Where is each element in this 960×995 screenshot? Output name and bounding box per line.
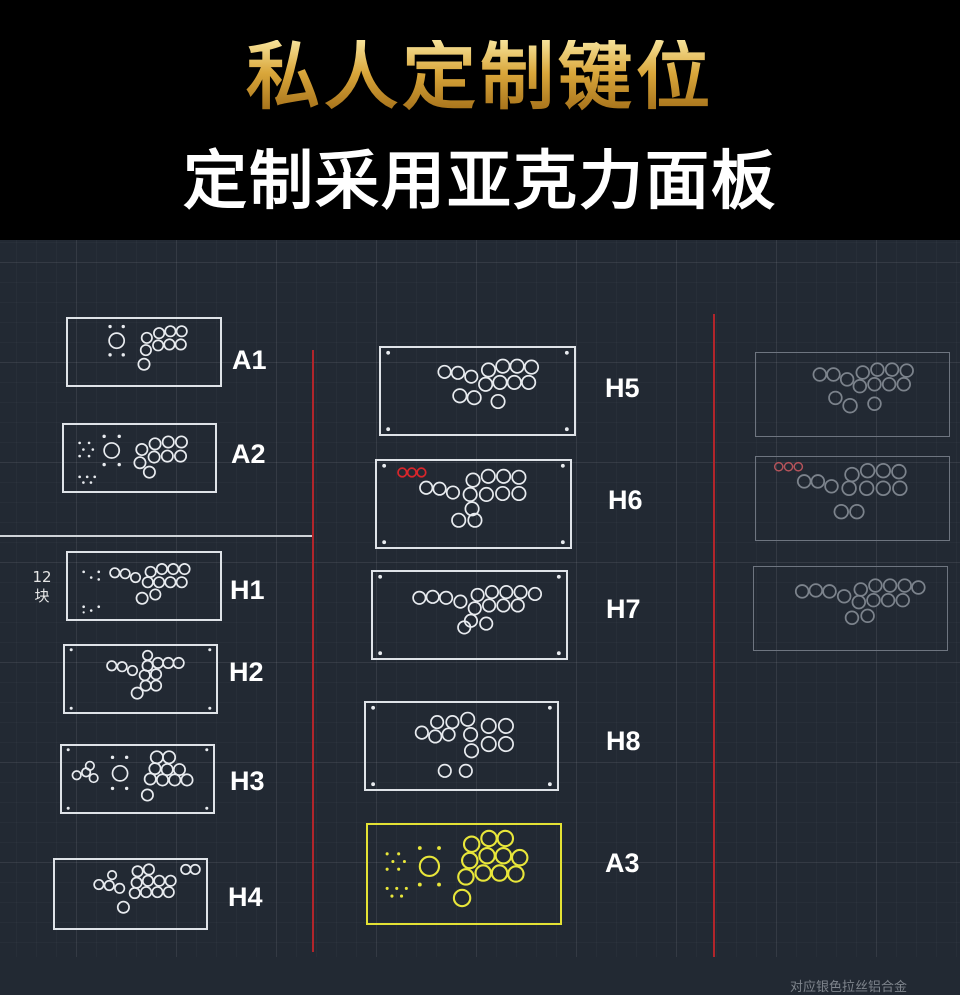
panel-h4[interactable]: [53, 858, 208, 930]
label-h4: H4: [228, 882, 263, 912]
red-divider-right: [713, 314, 715, 957]
label-h8: H8: [606, 726, 641, 756]
panel-h2[interactable]: [63, 644, 218, 714]
panel-h1[interactable]: [66, 551, 222, 621]
panel-alloy-1-holes: [812, 362, 914, 414]
page-subtitle: 定制采用亚克力面板: [183, 145, 777, 219]
label-h1: H1: [230, 575, 265, 605]
panel-count-number: 12: [32, 568, 52, 586]
red-divider-left: [312, 350, 314, 952]
panel-alloy-2-holes: [773, 461, 908, 520]
label-a1: A1: [232, 345, 267, 375]
label-h6: H6: [608, 485, 643, 515]
panel-a3-holes: [385, 829, 529, 908]
panel-alloy-1[interactable]: [755, 352, 950, 437]
cad-drawing-canvas: A1 A2 12 块: [0, 240, 960, 995]
panel-a2-holes: [78, 434, 188, 484]
panel-a3[interactable]: [366, 823, 562, 925]
panel-h8-holes: [371, 705, 552, 787]
label-h3: H3: [230, 766, 265, 796]
panel-h5[interactable]: [379, 346, 576, 436]
page-title: 私人定制键位: [0, 40, 960, 114]
panel-a1-holes: [108, 324, 188, 371]
panel-h4-holes: [93, 863, 201, 914]
panel-h3-holes: [66, 748, 209, 810]
panel-h6[interactable]: [375, 459, 572, 549]
panel-alloy-2[interactable]: [755, 456, 950, 541]
panel-h2-holes: [69, 648, 212, 710]
panel-count-note: 12 块: [30, 568, 54, 606]
label-h7: H7: [606, 594, 641, 624]
panel-h7[interactable]: [371, 570, 568, 660]
panel-count-unit: 块: [34, 586, 50, 605]
panel-h1-holes: [82, 562, 191, 614]
panel-a2[interactable]: [62, 423, 217, 493]
panel-h3[interactable]: [60, 744, 215, 814]
panel-alloy-3-holes: [794, 578, 926, 626]
label-a2: A2: [231, 439, 266, 469]
white-divider: [0, 535, 312, 537]
label-a3: A3: [605, 848, 640, 878]
panel-h8[interactable]: [364, 701, 559, 791]
label-h2: H2: [229, 657, 264, 687]
panel-alloy-3[interactable]: [753, 566, 948, 651]
panel-h6-holes: [382, 463, 565, 545]
alloy-note: 对应银色拉丝铝合金: [790, 980, 908, 995]
panel-a1[interactable]: [66, 317, 222, 387]
label-h5: H5: [605, 373, 640, 403]
header-banner: 私人定制键位 定制采用亚克力面板: [0, 0, 960, 240]
panel-h7-holes: [378, 574, 561, 656]
panel-h5-holes: [386, 350, 569, 432]
